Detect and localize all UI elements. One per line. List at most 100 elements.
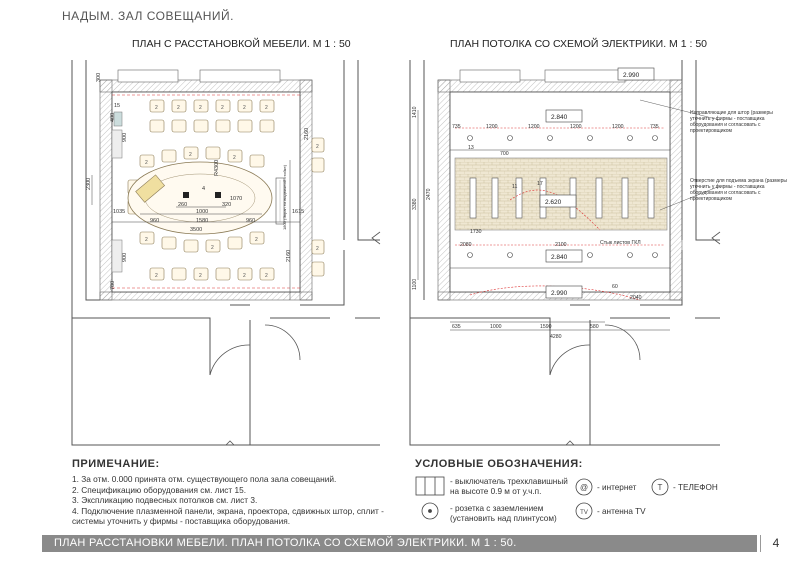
dim-60: 60 — [612, 284, 618, 290]
svg-text:2: 2 — [316, 246, 319, 252]
dim-2160b: 2160 — [286, 250, 292, 262]
panel-label: 11 — [512, 184, 517, 190]
dim-3380: 3380 — [412, 198, 418, 210]
dim-1730: 1730 — [470, 229, 482, 235]
dim-1000: 1000 — [196, 209, 208, 215]
legend-tv: - антенна TV — [597, 507, 646, 516]
svg-text:2: 2 — [145, 237, 148, 243]
dim-1100: 1100 — [412, 279, 418, 290]
dim-960b: 960 — [246, 218, 255, 224]
dim-1200b: 1200 — [528, 124, 540, 130]
notes-list: 1. За отм. 0.000 принята отм. существующ… — [72, 474, 384, 527]
svg-text:2: 2 — [145, 160, 148, 166]
dim-1615: 1615 — [292, 209, 304, 215]
sofa — [135, 174, 166, 203]
dim-2040: 2040 — [630, 295, 642, 301]
lamps — [467, 135, 658, 258]
dim-15: 15 — [114, 103, 120, 109]
dim-2080: 2080 — [460, 242, 472, 248]
dim-400: 400 — [110, 113, 116, 122]
svg-text:2: 2 — [243, 273, 246, 279]
dim-735b: 735 — [650, 124, 659, 130]
ceiling-plan-title: ПЛАН ПОТОЛКА СО СХЕМОЙ ЭЛЕКТРИКИ. М 1 : … — [450, 38, 707, 50]
note-item: 1. За отм. 0.000 принята отм. существующ… — [72, 474, 337, 484]
table-number: 4 — [202, 186, 205, 192]
level-lower: 2.840 — [551, 254, 568, 261]
svg-text:2: 2 — [255, 237, 258, 243]
svg-text:2: 2 — [189, 152, 192, 158]
note-item: 3. Экспликацию подвесных потолков см. ли… — [72, 495, 258, 506]
level-upper: 2.840 — [551, 114, 568, 121]
svg-text:2: 2 — [221, 105, 224, 111]
note-item: 4. Подключение плазменной панели, экрана… — [72, 505, 384, 516]
gkl-joint-label: Стык листов ГКЛ — [600, 240, 641, 246]
screen-note: Отверстие для подъема экрана (размеры ут… — [690, 178, 788, 202]
svg-text:2: 2 — [155, 273, 158, 279]
svg-text:2: 2 — [155, 105, 158, 111]
footer-title: ПЛАН РАССТАНОВКИ МЕБЕЛИ. ПЛАН ПОТОЛКА СО… — [54, 537, 517, 549]
ceiling-tiled-area — [454, 157, 668, 231]
svg-text:2: 2 — [199, 273, 202, 279]
dim-1200c: 1200 — [570, 124, 582, 130]
internet-icon: @ — [580, 483, 588, 492]
legend-internet: - интернет — [597, 483, 637, 492]
dim-1000: 1000 — [490, 324, 502, 330]
chair-numbers: 2 2 2 2 2 2 2 2 2 2 2 2 2 2 2 2 2 2 — [145, 105, 319, 279]
footer-bar: ПЛАН РАССТАНОВКИ МЕБЕЛИ. ПЛАН ПОТОЛКА СО… — [42, 535, 757, 552]
note-item: 2. Спецификацию оборудования см. лист 15… — [72, 484, 247, 495]
page-number: 4 — [760, 535, 791, 552]
svg-text:2: 2 — [265, 105, 268, 111]
chairs — [127, 99, 325, 281]
svg-text:2: 2 — [243, 105, 246, 111]
dim-4280: 4280 — [550, 334, 562, 340]
legend-symbols — [415, 476, 669, 520]
phone-icon: T — [658, 483, 663, 492]
dim-1590: 1590 — [540, 324, 552, 330]
svg-text:2: 2 — [265, 273, 268, 279]
dim-2470: 2470 — [426, 188, 432, 200]
svg-text:2: 2 — [199, 105, 202, 111]
dim-1200a: 1200 — [486, 124, 498, 130]
svg-text:2: 2 — [211, 245, 214, 251]
dim-1410: 1410 — [412, 106, 418, 118]
lamp-label: 13 — [468, 145, 474, 151]
dim-735a: 735 — [452, 124, 461, 130]
level-top: 2.990 — [623, 72, 640, 79]
curtain-note: Направляющие для штор (размеры уточнить … — [690, 110, 773, 134]
dim-900a: 900 — [122, 133, 128, 142]
dim-300: 300 — [96, 73, 102, 82]
dim-780: 780 — [110, 281, 116, 290]
page-title: НАДЫМ. ЗАЛ СОВЕЩАНИЙ. — [62, 9, 234, 23]
svg-text:2: 2 — [233, 155, 236, 161]
tv-label: 1070 — [230, 196, 242, 202]
left-walls — [71, 60, 380, 446]
dim-3500: 3500 — [190, 227, 202, 233]
tv-antenna-icon: TV — [580, 510, 588, 516]
dim-580: 580 — [590, 324, 599, 330]
level-bottom: 2.990 — [551, 290, 568, 297]
legend-socket: - розетка с заземлением (установить над … — [450, 504, 557, 523]
dim-260: 260 — [178, 202, 187, 208]
dim-900b: 900 — [122, 253, 128, 262]
dim-320: 320 — [222, 202, 231, 208]
panel-label-2: 17 — [537, 181, 543, 187]
furniture-plan-title: ПЛАН С РАССТАНОВКОЙ МЕБЕЛИ. М 1 : 50 — [132, 38, 351, 50]
dim-2300: 2300 — [86, 178, 92, 190]
dim-700: 700 — [500, 151, 509, 157]
dim-2100: 2100 — [555, 242, 567, 248]
notes-title: ПРИМЕЧАНИЕ: — [72, 458, 160, 470]
dim-1580: 1580 — [196, 218, 208, 224]
svg-text:2: 2 — [177, 105, 180, 111]
dim-2160a: 2160 — [304, 128, 310, 140]
dim-635: 635 — [452, 324, 461, 330]
legend-phone: - ТЕЛЕФОН — [673, 483, 718, 492]
screen-label: 1800 (Экран на выдвижной стойке) — [282, 164, 287, 230]
legend-title: УСЛОВНЫЕ ОБОЗНАЧЕНИЯ: — [415, 458, 583, 470]
rack-label: R4300 — [214, 160, 220, 176]
dim-1200d: 1200 — [612, 124, 624, 130]
legend-switch: - выключатель трехклавишный на высоте 0.… — [450, 477, 568, 496]
svg-text:2: 2 — [316, 144, 319, 150]
dim-960a: 960 — [150, 218, 159, 224]
note-item: системы уточнить у фирмы - поставщика об… — [72, 516, 290, 527]
